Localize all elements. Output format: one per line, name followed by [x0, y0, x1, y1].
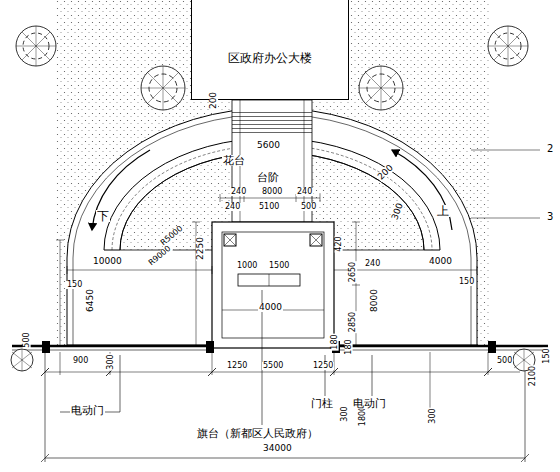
dimension-text: 8000 — [370, 288, 379, 313]
dimension-text: 2100 — [529, 365, 537, 387]
dimension-text: 200 — [209, 91, 218, 110]
building-box: 区政府办公大楼 — [191, 0, 349, 100]
dimension-text: 3 — [546, 212, 554, 222]
dimension-text: 1250 — [312, 362, 334, 370]
dimension-text: 500 — [300, 203, 317, 211]
dimension-text: 8000 — [261, 188, 283, 196]
dimension-text: 6450 — [86, 288, 95, 313]
plan-label: 台阶 — [256, 172, 280, 183]
dimension-text: 180 — [331, 333, 339, 350]
dimension-text: 150 — [458, 278, 475, 286]
dimension-text: 4000 — [428, 257, 453, 266]
dimension-text: 180 — [345, 338, 353, 355]
plan-label: 电动门 — [70, 405, 105, 416]
dimension-text: 2250 — [196, 236, 205, 261]
dimension-text: 240 — [230, 188, 247, 196]
dimension-text: 150 — [543, 347, 551, 364]
dimension-text: 150 — [66, 281, 83, 289]
dimension-text: 10000 — [92, 257, 123, 266]
dimension-text: 2650 — [349, 261, 357, 283]
dimension-text: 300 — [341, 405, 349, 422]
dimension-text: 34000 — [262, 444, 293, 453]
dimension-text: 500 — [23, 331, 31, 348]
dimension-text: 1250 — [226, 362, 248, 370]
plan-label: 旗台（新都区人民政府） — [196, 428, 319, 439]
dimension-text: 240 — [296, 188, 313, 196]
plan-label: 花台 — [222, 155, 246, 166]
dimension-text: 300 — [107, 353, 115, 370]
dimension-text: 420 — [335, 235, 343, 252]
dimension-text: 2 — [546, 144, 554, 154]
dimension-text: 300 — [429, 407, 437, 424]
plan-label: 上 — [436, 205, 450, 217]
dimension-text: 500 — [496, 357, 513, 365]
plan-label: 电动门 — [352, 398, 387, 409]
dimension-text: 240 — [224, 203, 241, 211]
dimension-text: 5500 — [262, 362, 284, 370]
dimension-text: 4000 — [258, 303, 283, 312]
dimension-text: 5600 — [256, 141, 281, 150]
plan-label: 下 — [96, 210, 110, 222]
dimension-text: 5100 — [258, 203, 280, 211]
plan-label: 门柱 — [310, 398, 334, 409]
dimension-text: 900 — [72, 357, 89, 365]
dimension-text: 2850 — [349, 311, 357, 333]
dimension-text: 1000 — [236, 262, 258, 270]
dimension-text: 240 — [364, 260, 381, 268]
building-name: 区政府办公大楼 — [192, 52, 348, 65]
dimension-text: 1500 — [268, 262, 290, 270]
